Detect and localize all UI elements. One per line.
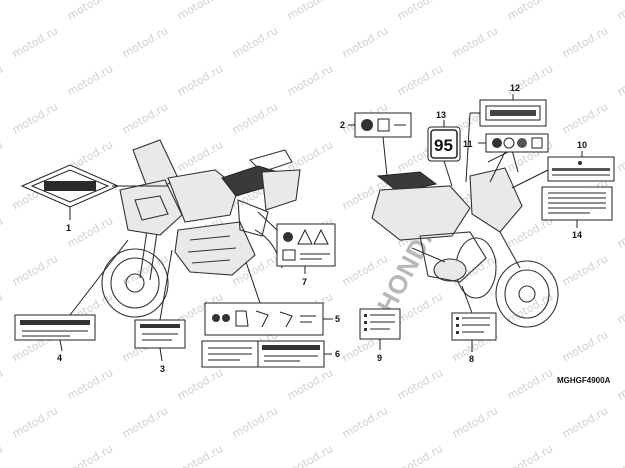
label-4: 4 (14, 239, 129, 363)
watermark-text: motod.ru (65, 366, 115, 402)
watermark-text: motod.ru (560, 24, 610, 60)
label-9: 9 (359, 308, 401, 363)
callout-8: 8 (469, 354, 474, 364)
callout-13: 13 (436, 110, 446, 120)
watermark-text: motod.ru (285, 442, 335, 468)
motorcycle-left (101, 139, 301, 318)
watermark-text: motod.ru (0, 214, 5, 250)
label-5: 5 (204, 261, 340, 336)
watermark-text: motod.ru (10, 100, 60, 136)
watermark-text: motod.ru (175, 138, 225, 174)
watermark-text: motod.ru (505, 366, 555, 402)
label-6: 6 (201, 340, 340, 368)
watermark-text: motod.ru (505, 290, 555, 326)
watermark-text: motod.ru (395, 366, 445, 402)
callout-12: 12 (510, 83, 520, 93)
watermark-text: motod.ru (120, 404, 170, 440)
watermark-text: motod.ru (175, 442, 225, 468)
watermark-text: motod.ru (615, 366, 625, 402)
watermark-text: motod.ru (615, 138, 625, 174)
watermark-text: motod.ru (395, 442, 445, 468)
callout-5: 5 (335, 314, 340, 324)
watermark-text: motod.ru (0, 442, 5, 468)
watermark-text: motod.ru (175, 0, 225, 23)
watermark-text: motod.ru (505, 442, 555, 468)
watermark-text: motod.ru (395, 62, 445, 98)
callout-2: 2 (340, 120, 345, 130)
watermark-text: motod.ru (0, 62, 5, 98)
callout-10: 10 (577, 140, 587, 150)
watermark-text: motod.ru (10, 24, 60, 60)
callout-3: 3 (160, 364, 165, 374)
diagram-code: MGHGF4900A (557, 376, 611, 385)
label-1-caution-plate: 1 (20, 164, 168, 233)
watermark-text: motod.ru (65, 0, 115, 23)
watermark-text: motod.ru (615, 62, 625, 98)
watermark-text: motod.ru (175, 366, 225, 402)
watermark-text: motod.ru (0, 0, 5, 23)
watermark-text: motod.ru (65, 442, 115, 468)
callout-7: 7 (302, 277, 307, 287)
callout-1: 1 (66, 223, 71, 233)
label-10: 10 (511, 140, 615, 189)
label-3: 3 (134, 249, 186, 374)
label-8: 8 (451, 285, 497, 364)
label-14: 14 (541, 186, 613, 240)
watermark-text: motod.ru (505, 0, 555, 23)
label-7-warning: 7 (257, 211, 336, 287)
watermark-text: motod.ru (615, 290, 625, 326)
fuel-octane-value: 95 (434, 136, 453, 155)
watermark-text: motod.ru (65, 214, 115, 250)
label-13-fuel: 95 13 (427, 110, 461, 187)
watermark-text: motod.ru (340, 24, 390, 60)
callout-6: 6 (335, 349, 340, 359)
watermark-text: motod.ru (120, 100, 170, 136)
watermark-text: motod.ru (615, 0, 625, 23)
watermark-text: motod.ru (560, 404, 610, 440)
label-12: 12 (465, 83, 547, 183)
watermark-text: motod.ru (120, 252, 170, 288)
watermark-text: motod.ru (10, 252, 60, 288)
label-2-icon-strip: 2 (340, 112, 412, 177)
watermark-text: motod.ru (230, 100, 280, 136)
watermark-text: motod.ru (450, 24, 500, 60)
watermark-text: motod.ru (285, 138, 335, 174)
watermark-text: motod.ru (285, 62, 335, 98)
watermark-text: motod.ru (230, 404, 280, 440)
callout-14: 14 (572, 230, 582, 240)
watermark-text: motod.ru (340, 404, 390, 440)
watermark-text: motod.ru (175, 62, 225, 98)
watermark-text: motod.ru (450, 404, 500, 440)
watermark-text: motod.ru (0, 366, 5, 402)
watermark-text: motod.ru (560, 100, 610, 136)
watermark-text: motod.ru (560, 252, 610, 288)
watermark-text: motod.ru (285, 0, 335, 23)
watermark-text: motod.ru (560, 328, 610, 364)
watermark-text: motod.ru (395, 0, 445, 23)
callout-4: 4 (57, 353, 62, 363)
watermark-text: motod.ru (65, 62, 115, 98)
watermark-text: motod.ru (505, 62, 555, 98)
watermark-text: motod.ru (615, 442, 625, 468)
callout-9: 9 (377, 353, 382, 363)
watermark-text: motod.ru (120, 24, 170, 60)
watermark-text: motod.ru (285, 366, 335, 402)
watermark-text: motod.ru (615, 214, 625, 250)
watermark-text: motod.ru (0, 138, 5, 174)
watermark-text: motod.ru (230, 24, 280, 60)
watermark-text: motod.ru (10, 404, 60, 440)
watermark-text: motod.ru (0, 290, 5, 326)
